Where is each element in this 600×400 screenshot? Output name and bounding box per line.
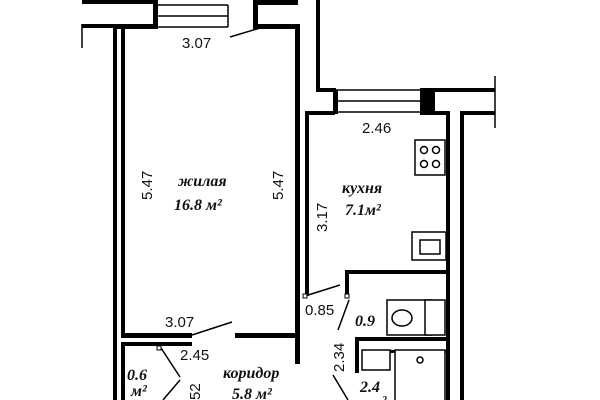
closet-area-unit: м² <box>130 383 148 400</box>
kitchen-width: 2.46 <box>362 120 391 137</box>
living-length-left: 5.47 <box>139 171 156 200</box>
walls <box>81 0 496 400</box>
washbasin-icon <box>361 349 391 371</box>
closet-area-value: 0.6 <box>127 367 147 384</box>
bathroom-dim: 2.34 <box>331 343 348 372</box>
fixtures <box>361 139 447 400</box>
kitchen-name: кухня <box>342 180 382 197</box>
window-kitchen <box>335 89 420 113</box>
bathroom-unit: 2 <box>381 395 387 400</box>
bathtub-icon <box>394 349 446 400</box>
corridor-dim-b: 52 <box>187 383 204 400</box>
corridor-area: 5.8 м² <box>232 386 273 400</box>
living-width-top: 3.07 <box>182 35 211 52</box>
corridor-name: коридор <box>223 365 279 382</box>
kitchen-area: 7.1м² <box>345 202 382 219</box>
kitchen-length: 3.17 <box>314 203 331 232</box>
doors <box>156 24 350 400</box>
window-living <box>157 4 229 28</box>
living-room-name: жилая <box>177 173 227 190</box>
stove-icon <box>414 139 446 176</box>
living-room-area: 16.8 м² <box>174 197 223 214</box>
corridor-dim-a: 2.45 <box>180 347 209 364</box>
toilet-door-width: 0.85 <box>305 302 334 319</box>
toilet-icon <box>386 299 446 336</box>
living-length-right: 5.47 <box>270 171 287 200</box>
living-width-bottom: 3.07 <box>165 314 194 331</box>
sink-icon <box>411 231 447 261</box>
toilet-area: 0.9 <box>355 313 375 330</box>
bathroom-area: 2.4 <box>359 379 380 396</box>
